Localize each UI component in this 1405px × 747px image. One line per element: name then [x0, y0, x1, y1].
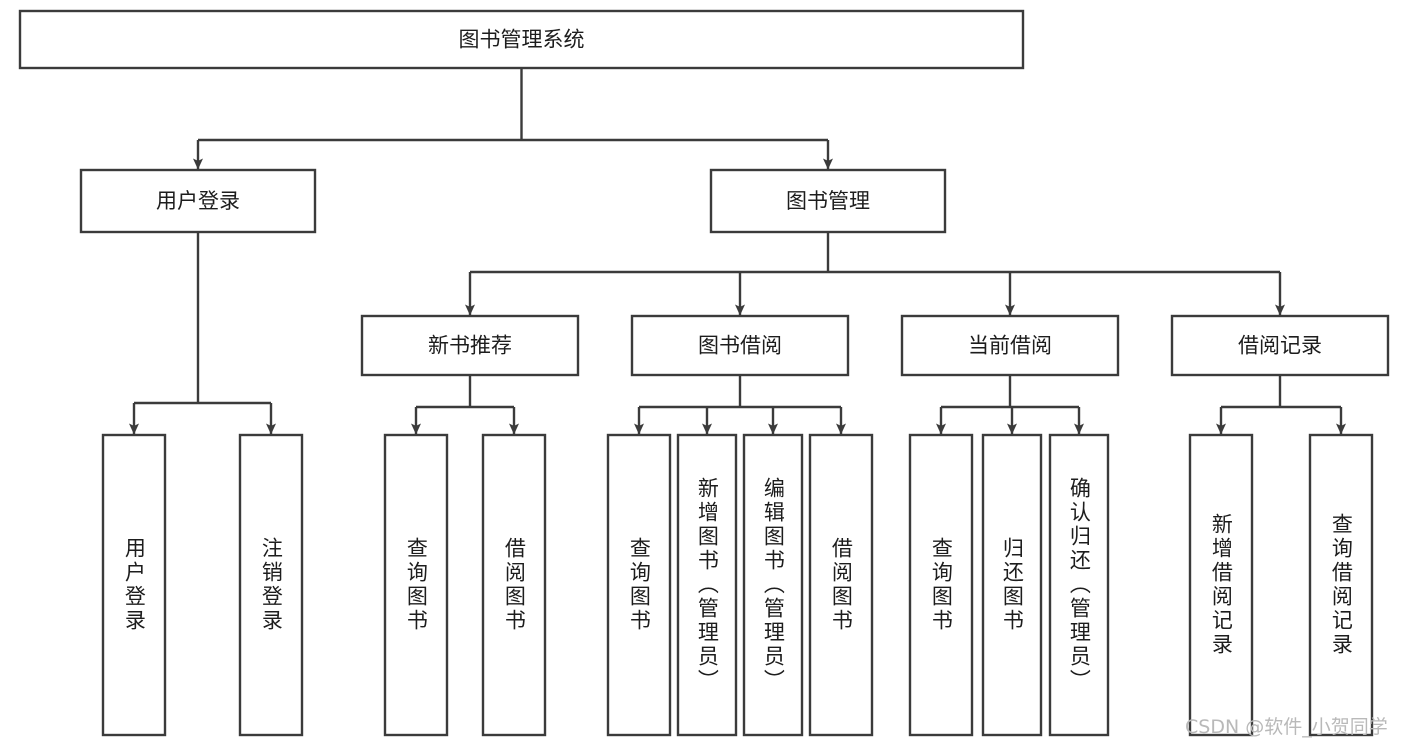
node-level3-label-2: 当前借阅 — [968, 334, 1052, 358]
node-level3-label-3: 借阅记录 — [1238, 334, 1322, 358]
node-leaf-3[interactable] — [481, 433, 547, 737]
node-root[interactable] — [18, 9, 1025, 70]
connector-layer — [129, 68, 1346, 435]
node-level2-label-0: 用户登录 — [156, 189, 240, 213]
node-leaf-6[interactable] — [742, 433, 804, 737]
watermark-text: CSDN @软件_小贺同学 — [1185, 716, 1388, 738]
node-root-label: 图书管理系统 — [459, 28, 585, 52]
node-leaf-11[interactable] — [1188, 433, 1254, 737]
node-leaf-12[interactable] — [1308, 433, 1374, 737]
node-leaf-0[interactable] — [101, 433, 167, 737]
node-level3-label-0: 新书推荐 — [428, 334, 512, 358]
node-leaf-1[interactable] — [238, 433, 304, 737]
node-level3-label-1: 图书借阅 — [698, 334, 782, 358]
node-leaf-8[interactable] — [908, 433, 974, 737]
node-leaf-10[interactable] — [1048, 433, 1110, 737]
node-level2-1[interactable] — [709, 168, 947, 234]
node-leaf-9[interactable] — [981, 433, 1043, 737]
node-leaf-4[interactable] — [606, 433, 672, 737]
node-level2-label-1: 图书管理 — [786, 189, 870, 213]
node-level3-1[interactable] — [630, 314, 850, 377]
node-leaf-7[interactable] — [808, 433, 874, 737]
node-level3-2[interactable] — [900, 314, 1120, 377]
node-level3-3[interactable] — [1170, 314, 1390, 377]
node-level2-0[interactable] — [79, 168, 317, 234]
node-leaf-2[interactable] — [383, 433, 449, 737]
node-level3-0[interactable] — [360, 314, 580, 377]
node-leaf-5[interactable] — [676, 433, 738, 737]
